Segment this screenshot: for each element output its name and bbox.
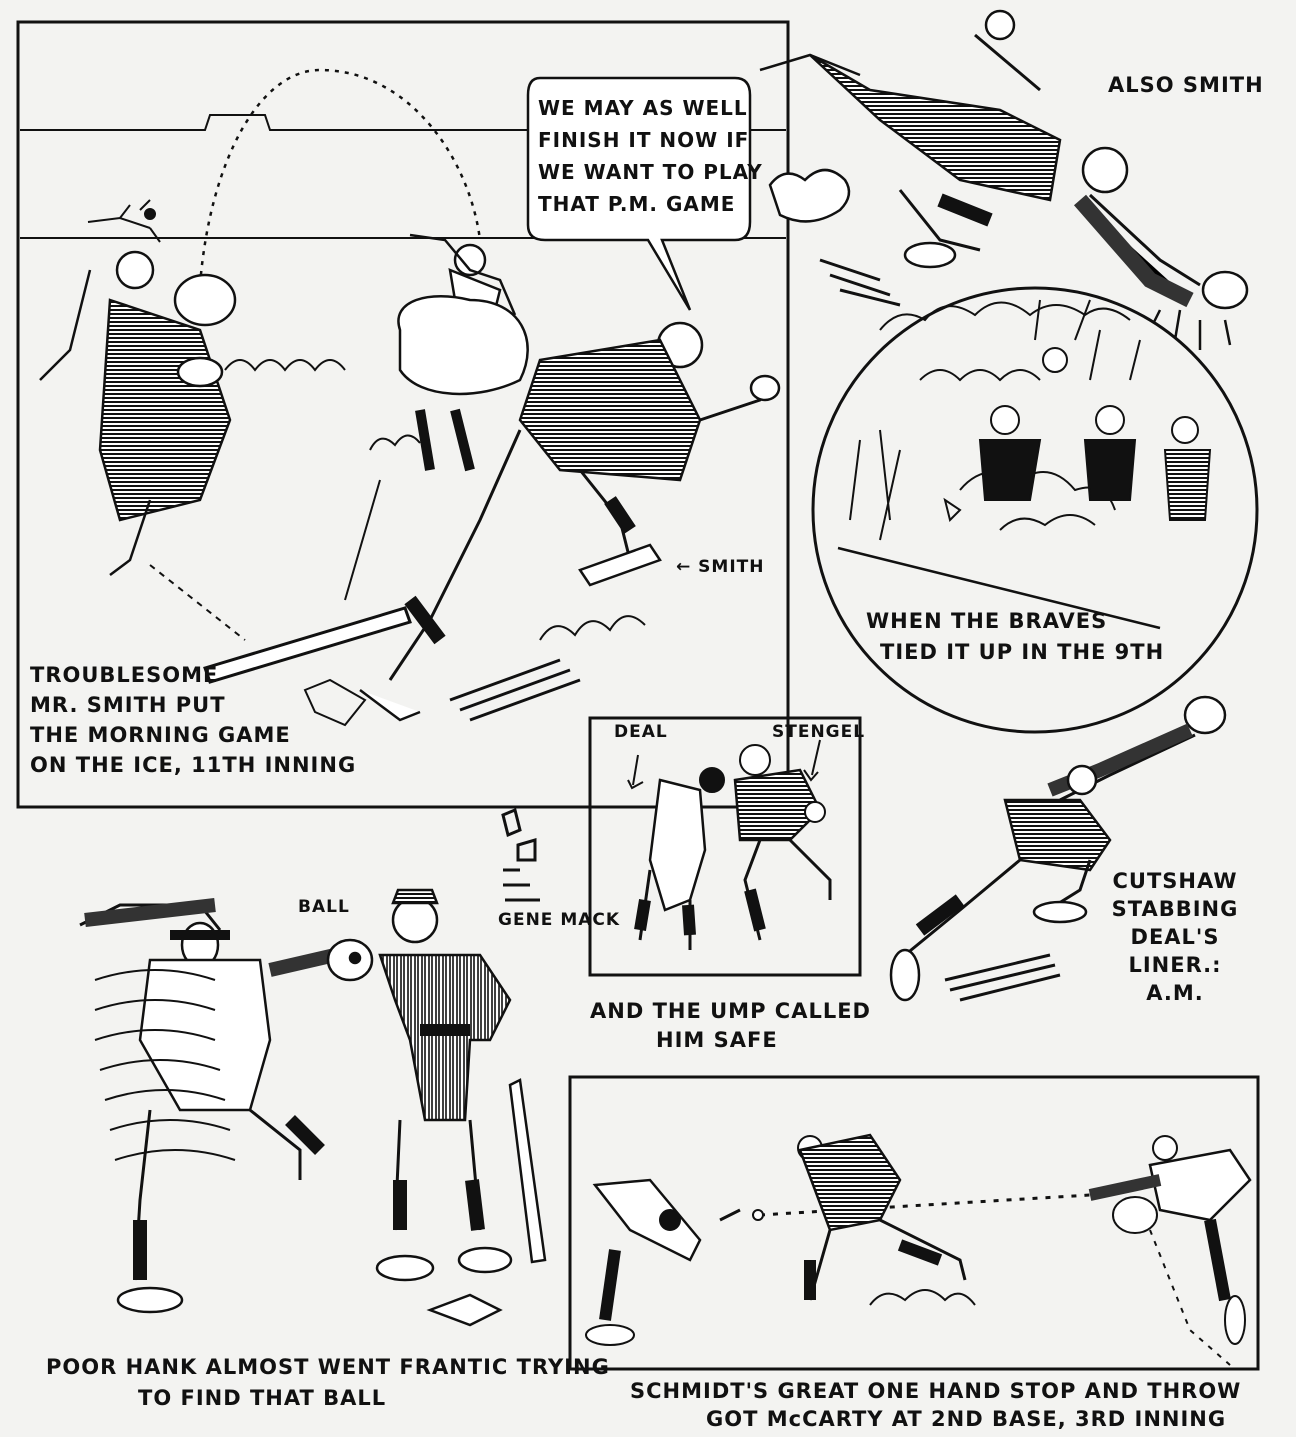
artist-signature-mark bbox=[501, 807, 540, 902]
deal-stengel-panel bbox=[588, 716, 862, 977]
cutshaw-caption-line-2: STABBING bbox=[1111, 897, 1239, 921]
smith-runner-figure bbox=[359, 321, 781, 722]
also-smith-figure bbox=[759, 9, 1249, 350]
morning-game-caption-line-2: MR. SMITH PUT bbox=[30, 693, 226, 717]
deal-label: DEAL bbox=[614, 722, 668, 742]
morning-game-caption-line-3: THE MORNING GAME bbox=[30, 723, 291, 747]
distant-runner-figure bbox=[87, 199, 161, 243]
speech-bubble-line-2: FINISH IT NOW IF bbox=[538, 128, 750, 152]
hank-caption-line-1: POOR HANK ALMOST WENT FRANTIC TRYING bbox=[46, 1355, 610, 1379]
braves-caption-line-1: WHEN THE BRAVES bbox=[866, 609, 1108, 633]
artist-signature: GENE MACK bbox=[498, 910, 621, 930]
dust-clouds bbox=[224, 359, 646, 722]
hank-caption-line-2: TO FIND THAT BALL bbox=[138, 1386, 387, 1410]
speech-bubble-shape bbox=[526, 76, 752, 311]
fielder-jumping-figure bbox=[397, 233, 529, 472]
smith-label: ← SMITH bbox=[676, 557, 765, 577]
cutshaw-figure bbox=[889, 695, 1227, 1002]
speech-bubble-line-3: WE WANT TO PLAY bbox=[538, 160, 763, 184]
morning-game-caption-line-4: ON THE ICE, 11TH INNING bbox=[30, 753, 357, 777]
schmidt-panel bbox=[568, 1075, 1260, 1371]
morning-game-caption-line-1: TROUBLESOME bbox=[30, 663, 219, 687]
speech-bubble-line-4: THAT P.M. GAME bbox=[538, 192, 736, 216]
cutshaw-caption-line-1: CUTSHAW bbox=[1112, 869, 1238, 893]
schmidt-caption-line-1: SCHMIDT'S GREAT ONE HAND STOP AND THROW bbox=[630, 1379, 1242, 1403]
catcher-figure bbox=[39, 250, 237, 576]
morning-game-frame bbox=[16, 20, 790, 809]
hank-catcher-figure bbox=[79, 898, 374, 1314]
stengel-label: STENGEL bbox=[772, 722, 866, 742]
speech-bubble-line-1: WE MAY AS WELL bbox=[538, 96, 748, 120]
braves-circle-frame bbox=[811, 286, 1259, 734]
ump-caption-line-1: AND THE UMP CALLED bbox=[590, 999, 871, 1023]
cutshaw-caption-line-3: DEAL'S bbox=[1130, 925, 1220, 949]
schmidt-caption-line-2: GOT McCARTY AT 2ND BASE, 3RD INNING bbox=[706, 1407, 1227, 1431]
ball-label: BALL bbox=[298, 897, 350, 917]
braves-caption-line-2: TIED IT UP IN THE 9TH bbox=[880, 640, 1165, 664]
ump-caption-line-2: HIM SAFE bbox=[656, 1028, 778, 1052]
deal-stengel-frame bbox=[588, 716, 862, 977]
schmidt-frame bbox=[568, 1075, 1260, 1371]
also-smith-caption: ALSO SMITH bbox=[1108, 73, 1264, 97]
cutshaw-caption-line-4: LINER.: bbox=[1128, 953, 1222, 977]
batter-figure bbox=[375, 888, 547, 1327]
cutshaw-caption-line-5: A.M. bbox=[1146, 981, 1204, 1005]
braves-circle-panel bbox=[811, 286, 1259, 734]
